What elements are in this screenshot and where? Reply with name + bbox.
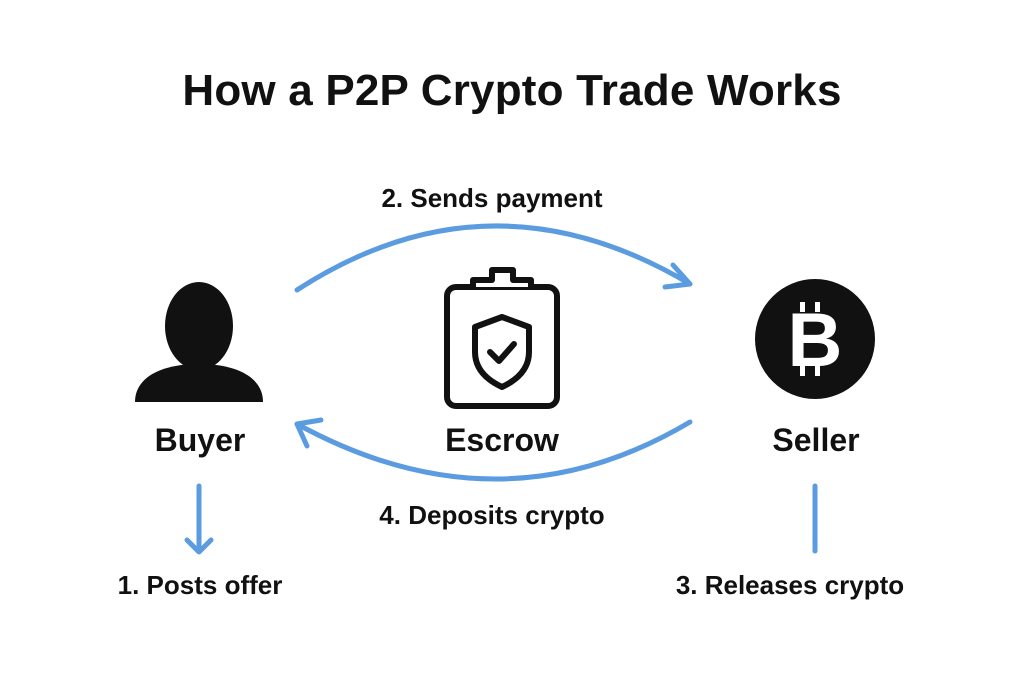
clipboard-shield-check-icon — [444, 267, 560, 409]
step-releases-crypto-label: 3. Releases crypto — [675, 570, 905, 600]
step-deposits-crypto-label: 4. Deposits crypto — [379, 500, 605, 530]
arrow-sends-payment — [294, 223, 693, 293]
seller-label: Seller — [772, 422, 860, 458]
arrow-deposits-crypto — [294, 417, 693, 482]
diagram-title: How a P2P Crypto Trade Works — [182, 66, 842, 115]
step-sends-payment-label: 2. Sends payment — [381, 183, 603, 213]
bitcoin-icon: B — [755, 279, 875, 399]
step-posts-offer-label: 1. Posts offer — [117, 570, 283, 600]
buyer-label: Buyer — [154, 422, 246, 458]
user-icon — [135, 282, 263, 402]
escrow-label: Escrow — [445, 422, 559, 458]
arrow-posts-offer — [184, 483, 214, 555]
